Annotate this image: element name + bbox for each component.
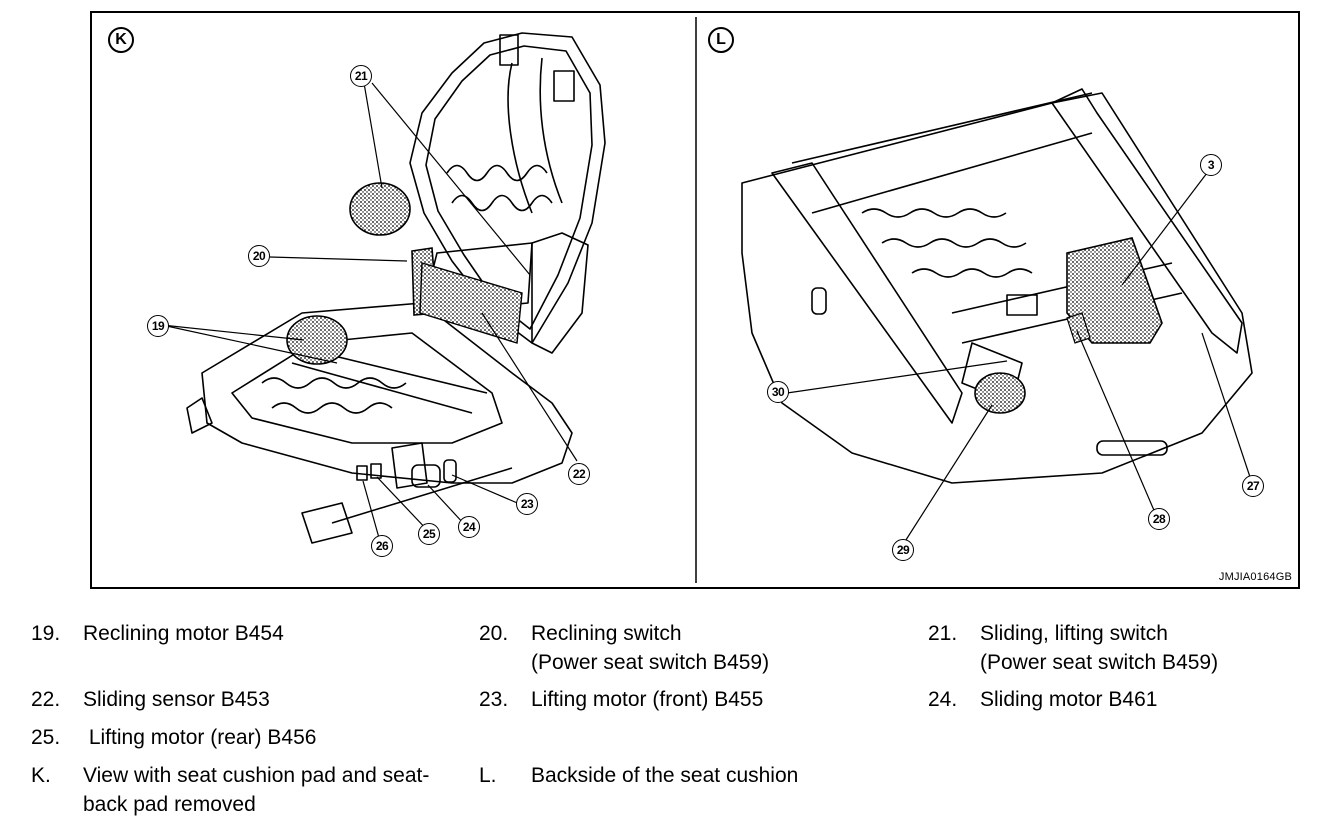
legend-number: 22. [31, 688, 61, 711]
reclining-motor-part [286, 315, 348, 365]
callout-23: 23 [516, 493, 538, 515]
legend-text: Sliding, lifting switch [980, 622, 1168, 645]
figure-code: JMJIA0164GB [1218, 571, 1292, 583]
legend-number: 21. [928, 622, 958, 645]
panel-label-l: L [708, 27, 734, 53]
legend-number: 19. [31, 622, 61, 645]
legend-text: Lifting motor (rear) B456 [83, 726, 317, 749]
lifting-motor-rear-part [974, 372, 1026, 414]
legend-number: 23. [479, 688, 509, 711]
panel-l-drawing [741, 88, 1253, 484]
legend-number: L. [479, 764, 497, 787]
legend-text: View with seat cushion pad and seat- [83, 764, 430, 787]
panel-l-leaders [786, 172, 1253, 544]
legend-number: 25. [31, 726, 61, 749]
callout-24: 24 [458, 516, 480, 538]
legend-number: 20. [479, 622, 509, 645]
panel-k-drawing [186, 32, 606, 544]
callout-22: 22 [568, 463, 590, 485]
legend-text: Sliding motor B461 [980, 688, 1158, 711]
callout-3: 3 [1200, 154, 1222, 176]
seat-illustration [161, 17, 1253, 583]
callout-20: 20 [248, 245, 270, 267]
legend-text-line2: (Power seat switch B459) [531, 651, 770, 674]
callout-25: 25 [418, 523, 440, 545]
legend-text-line2: (Power seat switch B459) [980, 651, 1219, 674]
callout-26: 26 [371, 535, 393, 557]
callout-29: 29 [892, 539, 914, 561]
callout-19: 19 [147, 315, 169, 337]
callout-27: 27 [1242, 475, 1264, 497]
legend-text: Sliding sensor B453 [83, 688, 270, 711]
callout-30: 30 [767, 381, 789, 403]
legend-text: Lifting motor (front) B455 [531, 688, 764, 711]
callout-21: 21 [350, 65, 372, 87]
panel-k-leaders [161, 82, 578, 546]
callout-28: 28 [1148, 508, 1170, 530]
reclining-switch-part [349, 182, 411, 236]
legend-text: Reclining motor B454 [83, 622, 284, 645]
legend-text: Reclining switch [531, 622, 682, 645]
legend-number: K. [31, 764, 51, 787]
panel-label-k: K [108, 27, 134, 53]
legend-text: Backside of the seat cushion [531, 764, 799, 787]
legend-text-line2: back pad removed [83, 793, 256, 816]
sliding-sensor-part [419, 262, 523, 344]
figure-frame: K L 19 20 21 22 23 24 25 26 3 27 28 29 30 JMJIA0164G… [90, 11, 1300, 589]
legend-number: 24. [928, 688, 958, 711]
